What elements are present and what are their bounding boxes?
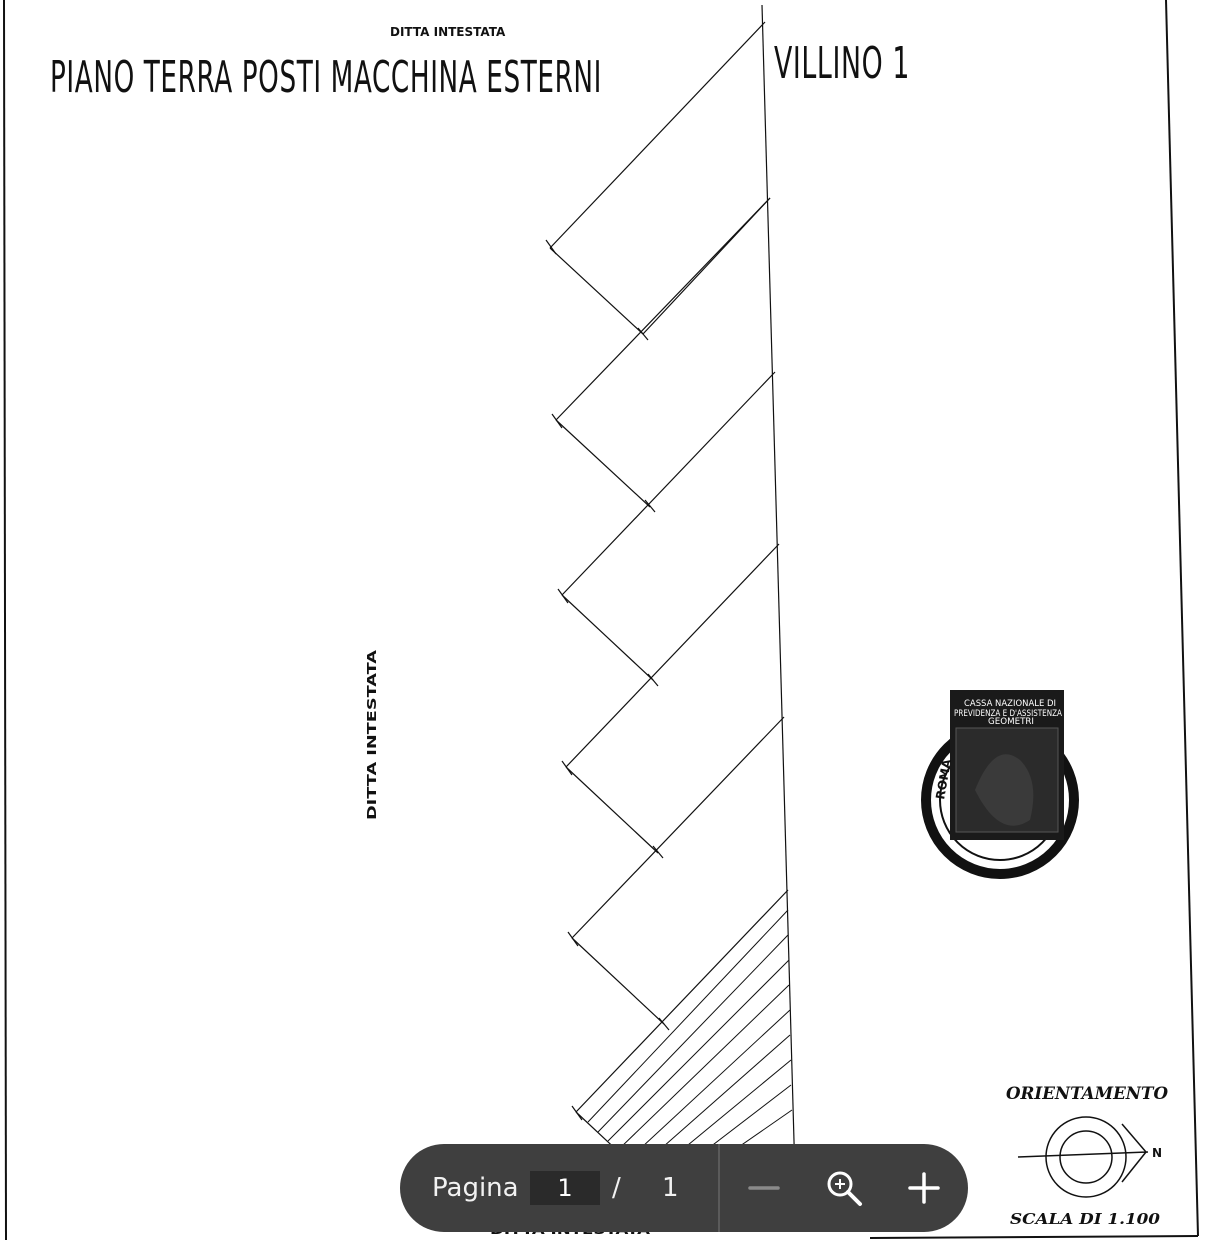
owner-label-top: DITTA INTESTATA xyxy=(390,25,506,39)
parking-layout xyxy=(529,4,801,1213)
owner-label-side: DITTA INTESTATA xyxy=(365,649,379,820)
stamp-line-2: PREVIDENZA E D'ASSISTENZA xyxy=(954,709,1063,719)
scale-label: SCALA DI 1.100 xyxy=(1010,1210,1161,1228)
official-stamp: CASSA NAZIONALE DI PREVIDENZA E D'ASSIST… xyxy=(921,690,1079,879)
zoom-reset-button[interactable] xyxy=(822,1166,866,1210)
toolbar-divider xyxy=(718,1144,720,1232)
pdf-viewer-toolbar: Pagina / 1 xyxy=(400,1144,968,1232)
page-total: 1 xyxy=(662,1173,679,1203)
zoom-magnifier-icon xyxy=(827,1171,862,1206)
stamp-line-1: CASSA NAZIONALE DI xyxy=(964,699,1056,709)
zoom-out-button[interactable] xyxy=(742,1166,786,1210)
stamp-line-3: GEOMETRI xyxy=(988,717,1034,727)
plus-icon xyxy=(908,1172,940,1204)
drawing-subtitle: VILLINO 1 xyxy=(774,38,910,89)
sheet-border xyxy=(3,0,1199,1240)
north-arrow-icon xyxy=(1017,1116,1149,1198)
north-mark: N xyxy=(1152,1146,1162,1160)
page-number-input[interactable] xyxy=(530,1171,600,1205)
zoom-in-button[interactable] xyxy=(902,1166,946,1210)
minus-icon xyxy=(748,1186,780,1190)
orientation-label: ORIENTAMENTO xyxy=(1006,1084,1168,1104)
drawing-title: PIANO TERRA POSTI MACCHINA ESTERNI xyxy=(50,52,602,103)
page-separator: / xyxy=(612,1173,621,1203)
page-label: Pagina xyxy=(432,1173,519,1203)
